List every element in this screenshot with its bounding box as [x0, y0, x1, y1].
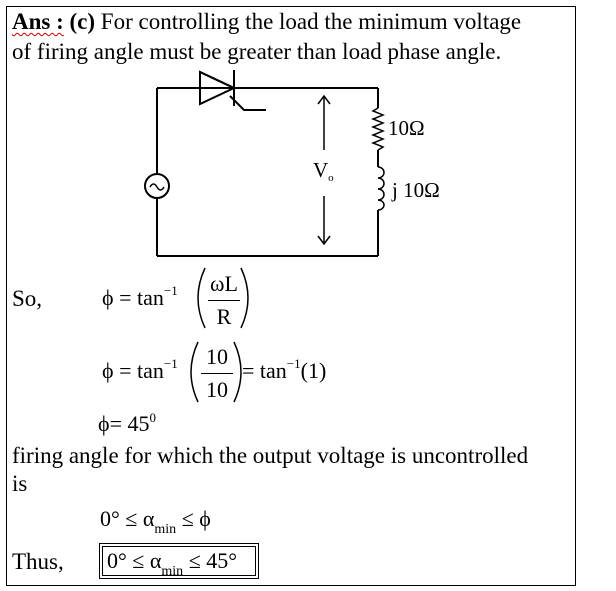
answer-box-inner: [102, 546, 256, 576]
so-label: So,: [12, 286, 43, 311]
phase-angle-result: ϕ= 450: [98, 410, 156, 436]
voltage-arrow: [317, 94, 331, 246]
answer-line-2: of firing angle must be greater than loa…: [12, 39, 502, 64]
thyristor-symbol: [198, 70, 266, 111]
equation-1-fraction: ωL R: [208, 271, 240, 330]
option-label: (c): [69, 9, 96, 34]
equation-2-lhs: ϕ = tan−1: [102, 356, 178, 383]
answer-line-1: Ans : (c) For controlling the load the m…: [12, 10, 521, 33]
equation-2-fraction: 10 10: [201, 344, 233, 403]
ac-source-symbol: [144, 173, 170, 199]
equation-2-rhs: = tan−1(1): [242, 356, 327, 383]
inductor-symbol: [377, 166, 385, 211]
conclusion-line-2: is: [12, 471, 28, 496]
answer-box: [99, 543, 259, 579]
answer-text-1: For controlling the load the minimum vol…: [100, 9, 522, 34]
final-inequality: 0° ≤ αmin ≤ 45°: [107, 548, 238, 579]
resistor-symbol: [370, 107, 386, 151]
output-voltage-label: Vo: [313, 158, 334, 184]
answer-frame: [6, 6, 576, 586]
resistor-label: 10Ω: [388, 116, 425, 140]
ans-label: Ans :: [12, 9, 64, 34]
conclusion-line-1: firing angle for which the output voltag…: [12, 443, 529, 468]
thus-label: Thus,: [12, 549, 64, 574]
inequality-general: 0° ≤ αmin ≤ ϕ: [100, 506, 211, 537]
inductor-label: j 10Ω: [392, 178, 440, 202]
equation-1-lhs: ϕ = tan−1: [102, 283, 178, 310]
